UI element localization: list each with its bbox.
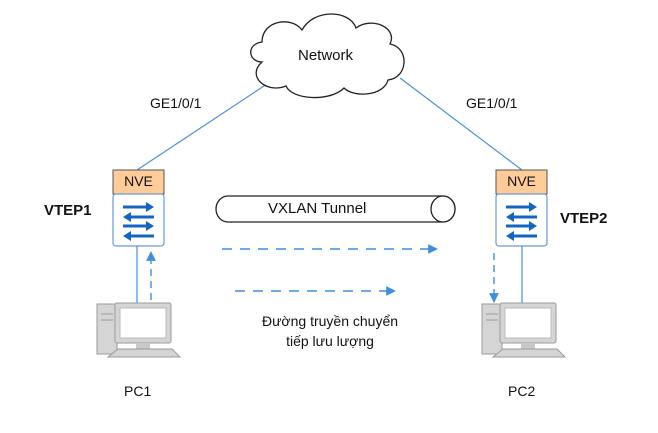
link-right — [399, 77, 523, 171]
tunnel-label: VXLAN Tunnel — [268, 200, 367, 217]
flow-caption-line2: tiếp lưu lượng — [286, 333, 374, 349]
vtep1-nve-box — [112, 169, 165, 195]
pc1-icon — [96, 302, 182, 358]
vtep2-nve-label: NVE — [507, 173, 536, 189]
vtep1-nve-label: NVE — [124, 173, 153, 189]
vtep2-label: VTEP2 — [560, 210, 608, 227]
left-port-label: GE1/0/1 — [150, 95, 202, 111]
flow-caption-line1: Đường truyền chuyển — [261, 313, 399, 329]
network-cloud — [250, 13, 405, 99]
pc2-label: PC2 — [508, 383, 536, 399]
vtep1-switch — [112, 193, 165, 247]
vtep1-switch-arrows-icon — [123, 202, 154, 241]
vtep2-switch-arrows-icon — [506, 202, 537, 241]
vxlan-tunnel — [215, 195, 456, 223]
network-label: Network — [298, 47, 354, 64]
right-port-label: GE1/0/1 — [466, 95, 518, 111]
vtep2-switch — [495, 193, 548, 247]
link-left — [136, 81, 271, 171]
pc1-label: PC1 — [124, 383, 152, 399]
pc2-icon — [481, 302, 567, 358]
vtep1-label: VTEP1 — [44, 202, 92, 219]
